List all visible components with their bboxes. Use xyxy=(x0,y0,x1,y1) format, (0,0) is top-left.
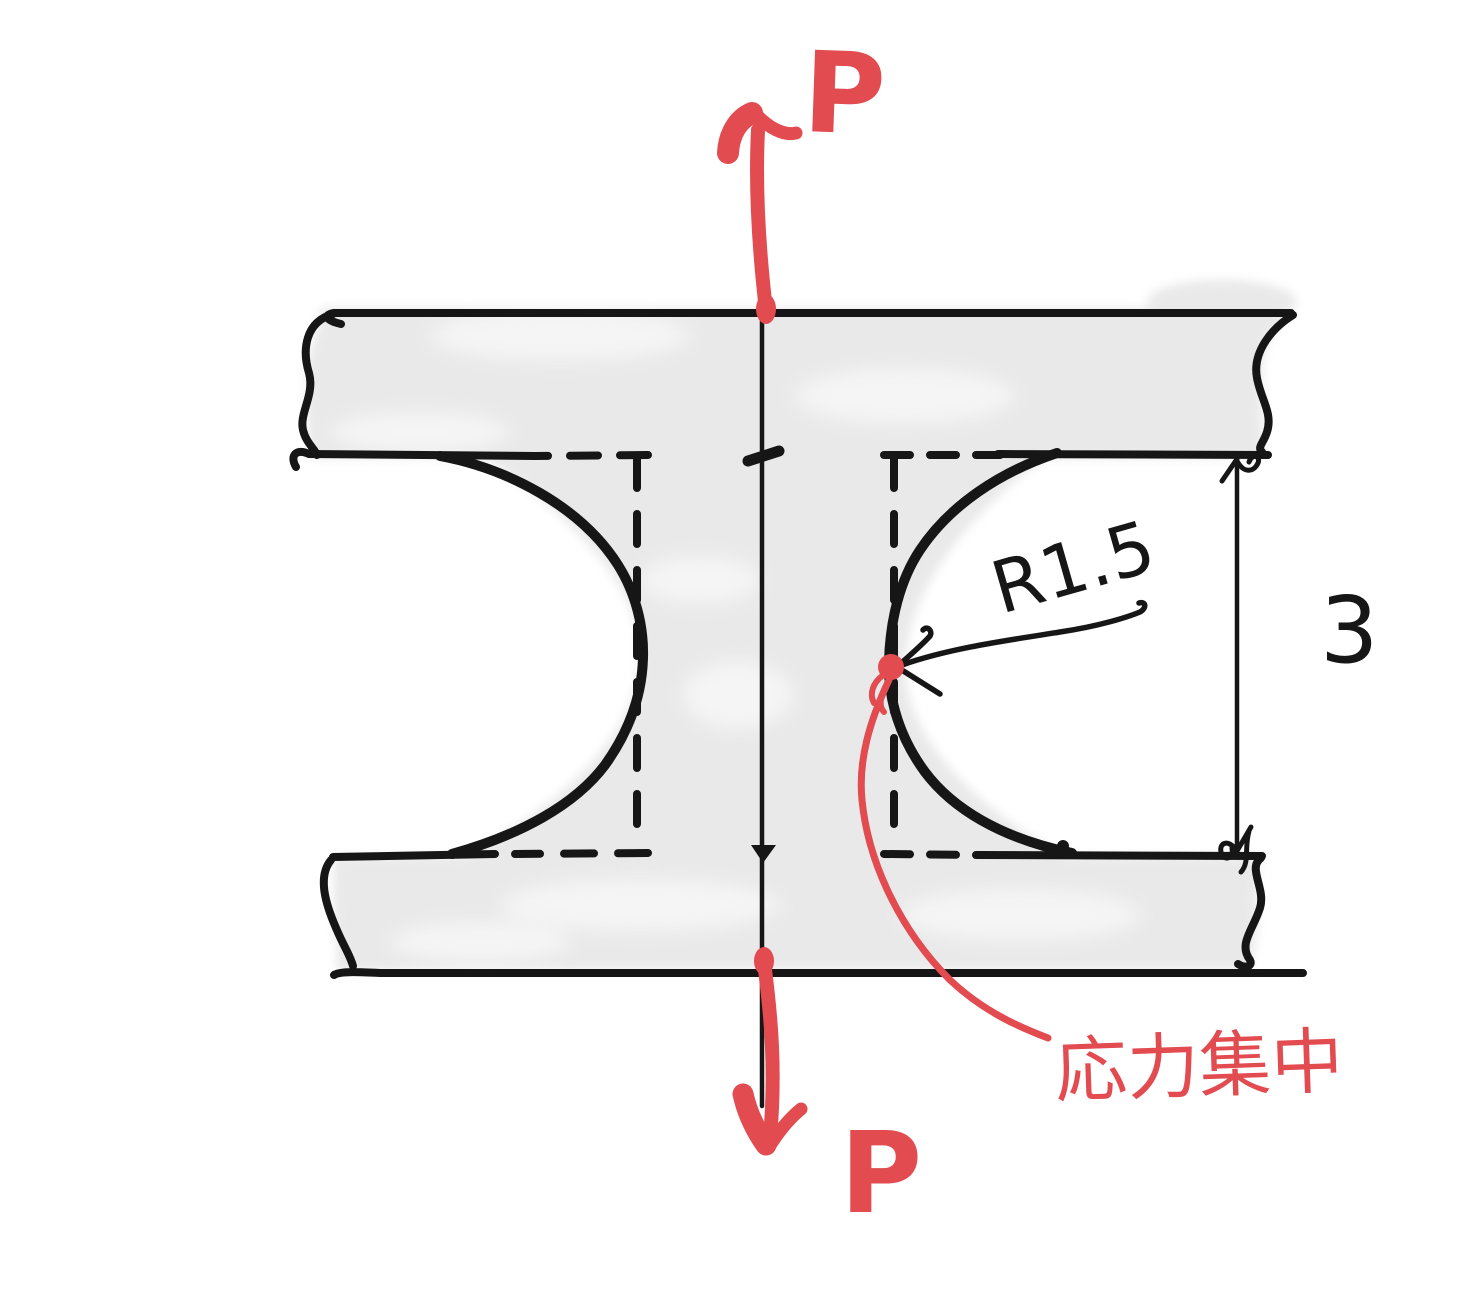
stress-concentration-label: 応力集中 xyxy=(1054,1019,1345,1113)
radius-leader-line xyxy=(899,599,1148,668)
gray-center-web xyxy=(455,450,1075,860)
stress-annotation: 応力集中 xyxy=(857,654,1345,1113)
load-arrow-bottom-icon: P xyxy=(732,947,922,1239)
section-height-label: 3 xyxy=(1320,577,1379,684)
bottom-band-left-break-line xyxy=(319,856,357,970)
height-dimension: 3 xyxy=(1218,454,1379,875)
bottom-arrow-barb-left xyxy=(732,1083,777,1156)
left-groove-dashed-bottom xyxy=(511,849,652,858)
stress-point-dot xyxy=(878,654,904,680)
top-arrow-shaft xyxy=(749,123,773,317)
bottom-band-right-break-line xyxy=(1234,854,1266,971)
dimension-arrow-top xyxy=(1219,454,1262,484)
material-shading xyxy=(305,280,1297,970)
hidden-profile-dashed xyxy=(511,445,1004,863)
top-band-bottom-left-line xyxy=(289,447,539,471)
radius-leader-arrowhead xyxy=(894,625,943,697)
top-band-left-break-line xyxy=(298,310,337,459)
bottom-band-top-right-line xyxy=(972,851,1266,860)
top-band-right-break-line xyxy=(1252,311,1297,456)
top-arrow-tail-blob xyxy=(756,294,776,324)
top-arrow-barb-left xyxy=(717,102,763,164)
top-arrow-barb-right xyxy=(747,105,803,141)
right-groove-dashed-bottom xyxy=(880,850,978,859)
load-arrow-top-icon: P xyxy=(717,28,888,324)
dimension-arrow-bottom xyxy=(1218,824,1254,875)
stress-leader-curve xyxy=(857,676,1052,1042)
load-label-top: P xyxy=(801,28,888,161)
bottom-arrow-shaft xyxy=(757,955,780,1145)
shading-highlights xyxy=(330,309,1140,962)
notch-curve-pen-blob xyxy=(1057,840,1069,852)
bottom-arrow-tail-blob xyxy=(754,947,774,975)
left-groove-dashed-top xyxy=(532,451,652,460)
bottom-arrow-barb-right xyxy=(762,1102,808,1154)
left-notch-curve xyxy=(435,451,649,859)
load-label-bottom: P xyxy=(840,1109,922,1239)
bottom-band-top-left-line xyxy=(329,850,499,861)
bottom-edge-line xyxy=(330,968,1307,979)
